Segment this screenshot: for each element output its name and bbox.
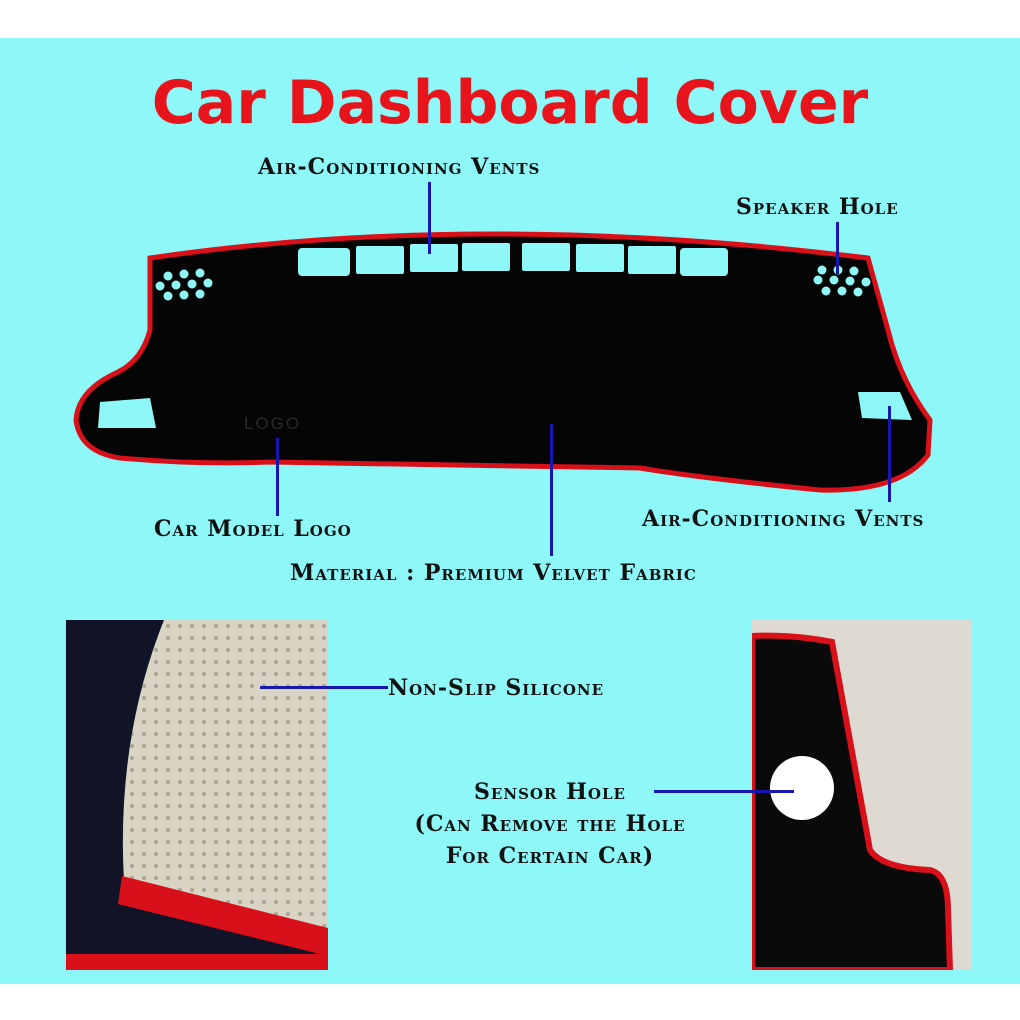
vent-2 — [356, 246, 404, 274]
pointer-material — [550, 424, 553, 556]
label-car-model-logo: Car Model Logo — [154, 516, 352, 542]
pointer-car-model-logo — [276, 438, 279, 516]
vent-5 — [522, 243, 570, 271]
pointer-sensor-hole — [654, 790, 794, 793]
vent-6 — [576, 244, 624, 272]
vent-8 — [680, 248, 728, 276]
label-speaker-hole: Speaker Hole — [736, 194, 899, 220]
label-sensor-hole-line1: Sensor Hole — [474, 779, 626, 805]
pointer-ac-vents-top — [428, 182, 431, 254]
vent-4 — [462, 243, 510, 271]
label-sensor-hole: Sensor Hole (Can Remove the Hole For Cer… — [380, 776, 720, 872]
page-title: Car Dashboard Cover — [151, 68, 869, 138]
label-material: Material : Premium Velvet Fabric — [290, 560, 697, 586]
label-ac-vents-top: Air-Conditioning Vents — [258, 154, 541, 180]
sensor-hole-detail — [752, 632, 954, 970]
sensor-hole — [770, 756, 834, 820]
label-ac-vents-right: Air-Conditioning Vents — [642, 506, 925, 532]
side-vent-left — [98, 398, 156, 428]
pointer-speaker-hole — [836, 222, 839, 274]
label-sensor-hole-line2: (Can Remove the Hole — [414, 811, 686, 837]
pointer-non-slip — [260, 686, 388, 689]
side-vent-right — [858, 392, 912, 420]
dashboard-mat — [73, 231, 933, 493]
pointer-ac-vents-right — [888, 406, 891, 502]
vent-7 — [628, 246, 676, 274]
vent-3 — [410, 244, 458, 272]
label-non-slip: Non-Slip Silicone — [388, 675, 605, 701]
speaker-holes-left — [155, 268, 213, 301]
logo-placeholder: LOGO — [244, 414, 302, 433]
speaker-holes-right — [813, 265, 871, 297]
photo-sensor-hole — [752, 620, 972, 970]
vent-1 — [298, 248, 350, 276]
label-sensor-hole-line3: For Certain Car) — [445, 843, 655, 869]
photo-non-slip-silicone — [66, 620, 328, 970]
silicone-detail — [66, 620, 328, 970]
